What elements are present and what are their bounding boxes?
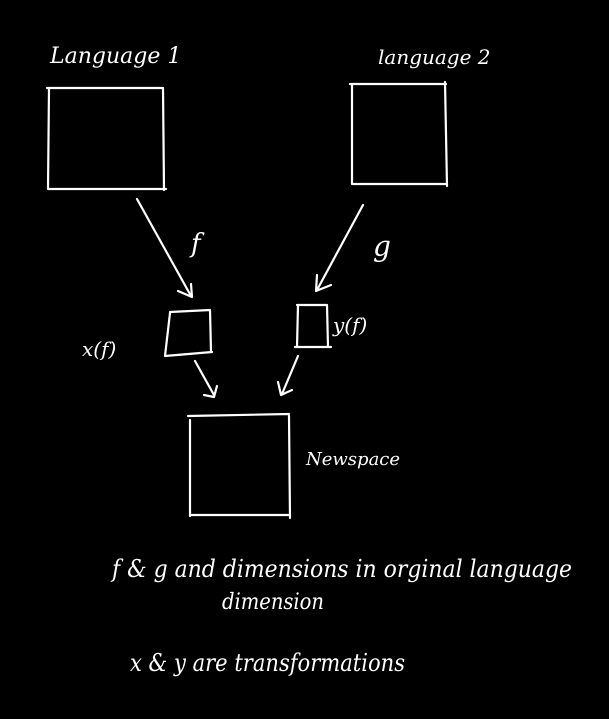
newspace-box bbox=[186, 412, 292, 520]
xf-label: x(f) bbox=[82, 337, 116, 361]
f-label: f bbox=[189, 229, 205, 259]
yf-label: y(f) bbox=[332, 313, 367, 337]
arrow-xf-to-newspace bbox=[193, 359, 219, 399]
language1-box bbox=[45, 86, 168, 192]
arrow-g bbox=[314, 203, 365, 293]
arrow-yf-to-newspace bbox=[276, 354, 300, 397]
g-label: g bbox=[373, 230, 391, 263]
language2-box bbox=[348, 80, 449, 188]
newspace-label: Newspace bbox=[305, 449, 400, 470]
language2-label: language 2 bbox=[378, 45, 491, 69]
note-line-1: f & g and dimensions in orginal language bbox=[110, 555, 572, 583]
note-line-3: x & y are transformations bbox=[130, 649, 405, 677]
note-line-2: dimension bbox=[222, 590, 324, 615]
xf-box bbox=[163, 308, 214, 358]
language1-label: Language 1 bbox=[49, 44, 181, 69]
yf-box bbox=[293, 303, 333, 349]
arrow-f bbox=[135, 197, 194, 299]
